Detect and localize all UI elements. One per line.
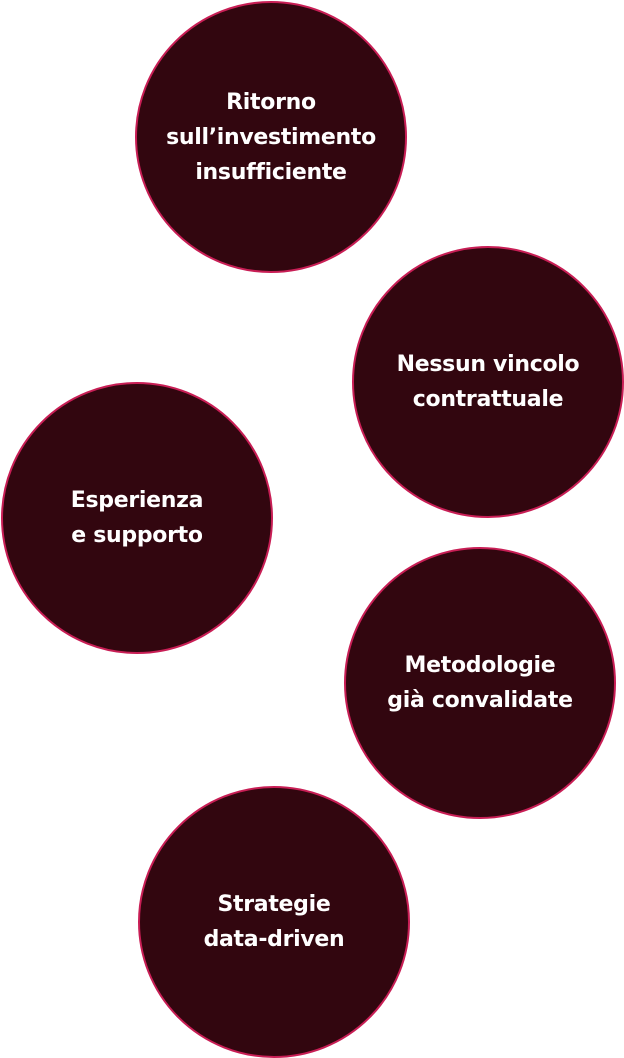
bubble-label: Metodologie già convalidate xyxy=(387,653,573,713)
bubble-experience-support: Esperienza e supporto xyxy=(1,382,273,654)
bubble-label: Strategie data-driven xyxy=(203,892,345,952)
bubble-no-contract: Nessun vincolo contrattuale xyxy=(352,246,624,518)
bubble-label: Esperienza e supporto xyxy=(70,488,204,548)
bubble-label: Ritorno sull’investimento insufficiente xyxy=(166,89,376,185)
bubble-validated-methods: Metodologie già convalidate xyxy=(344,547,616,819)
bubble-roi: Ritorno sull’investimento insufficiente xyxy=(135,1,407,273)
bubble-label: Nessun vincolo contrattuale xyxy=(396,352,580,412)
bubble-data-driven: Strategie data-driven xyxy=(138,786,410,1058)
